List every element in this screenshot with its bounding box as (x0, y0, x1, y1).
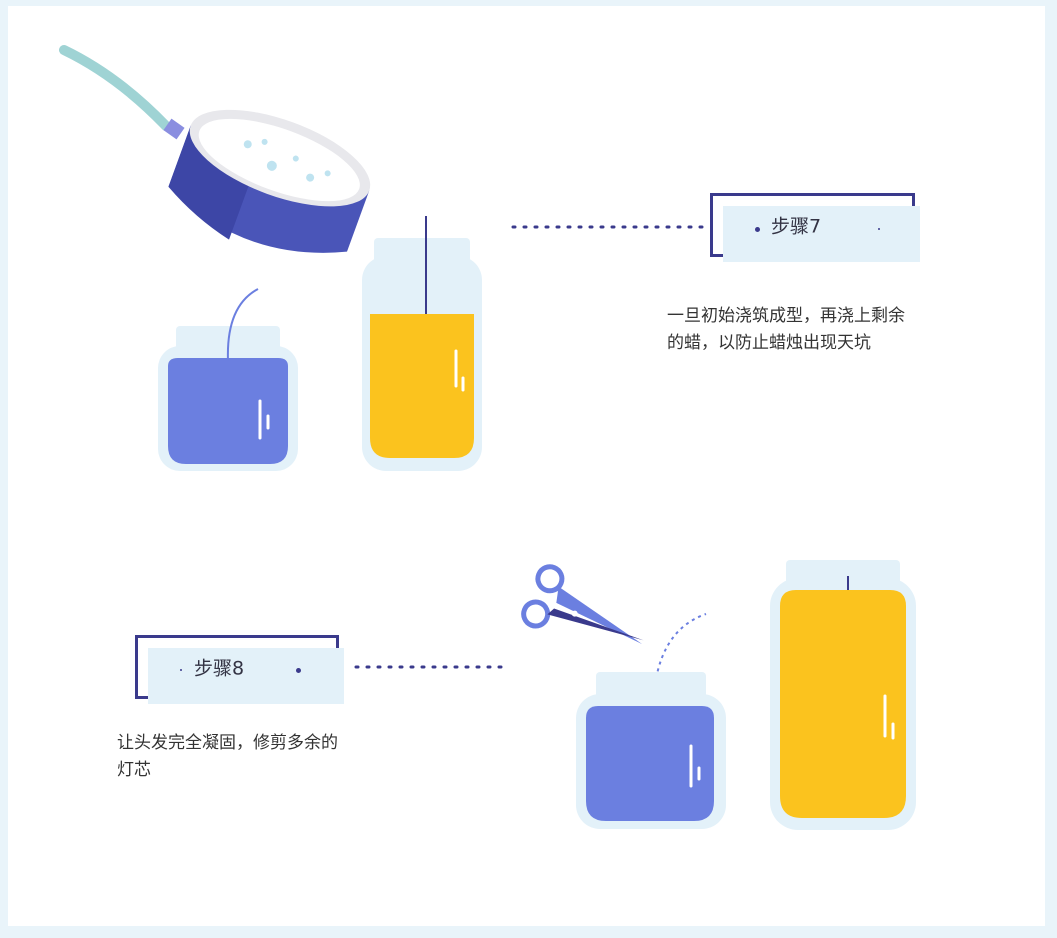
wick-icon (226, 288, 259, 362)
jar-icon (362, 216, 482, 471)
jar-icon (770, 560, 916, 830)
step-7-label: 步骤7 (771, 215, 822, 238)
step-7-box-fill (723, 206, 920, 262)
step-7-desc-line-2: 的蜡，以防止蜡烛出现天坑 (667, 333, 871, 353)
step-8-bullet (296, 668, 301, 673)
pan-icon (59, 45, 371, 253)
step-8-box-fill (148, 648, 344, 704)
illustration-art (59, 45, 916, 830)
step-7-bullet (755, 227, 760, 232)
step-7-tick (878, 228, 880, 230)
step-8-box: 步骤8 (135, 635, 344, 704)
step-8-label: 步骤8 (194, 657, 245, 680)
step-7-box: 步骤7 (710, 193, 920, 262)
jar-icon (576, 672, 726, 829)
step-8-desc-line-1: 让头发完全凝固，修剪多余的 (117, 733, 338, 753)
jar-icon (158, 326, 298, 471)
step-8-tick (180, 669, 182, 671)
step-8-desc-line-2: 灯芯 (117, 760, 151, 780)
illustration-canvas: 步骤7 一旦初始浇筑成型，再浇上剩余 的蜡，以防止蜡烛出现天坑 步骤8 让头发完… (8, 6, 1045, 926)
scissors-icon (521, 564, 644, 645)
step-7-desc-line-1: 一旦初始浇筑成型，再浇上剩余 (667, 306, 905, 326)
